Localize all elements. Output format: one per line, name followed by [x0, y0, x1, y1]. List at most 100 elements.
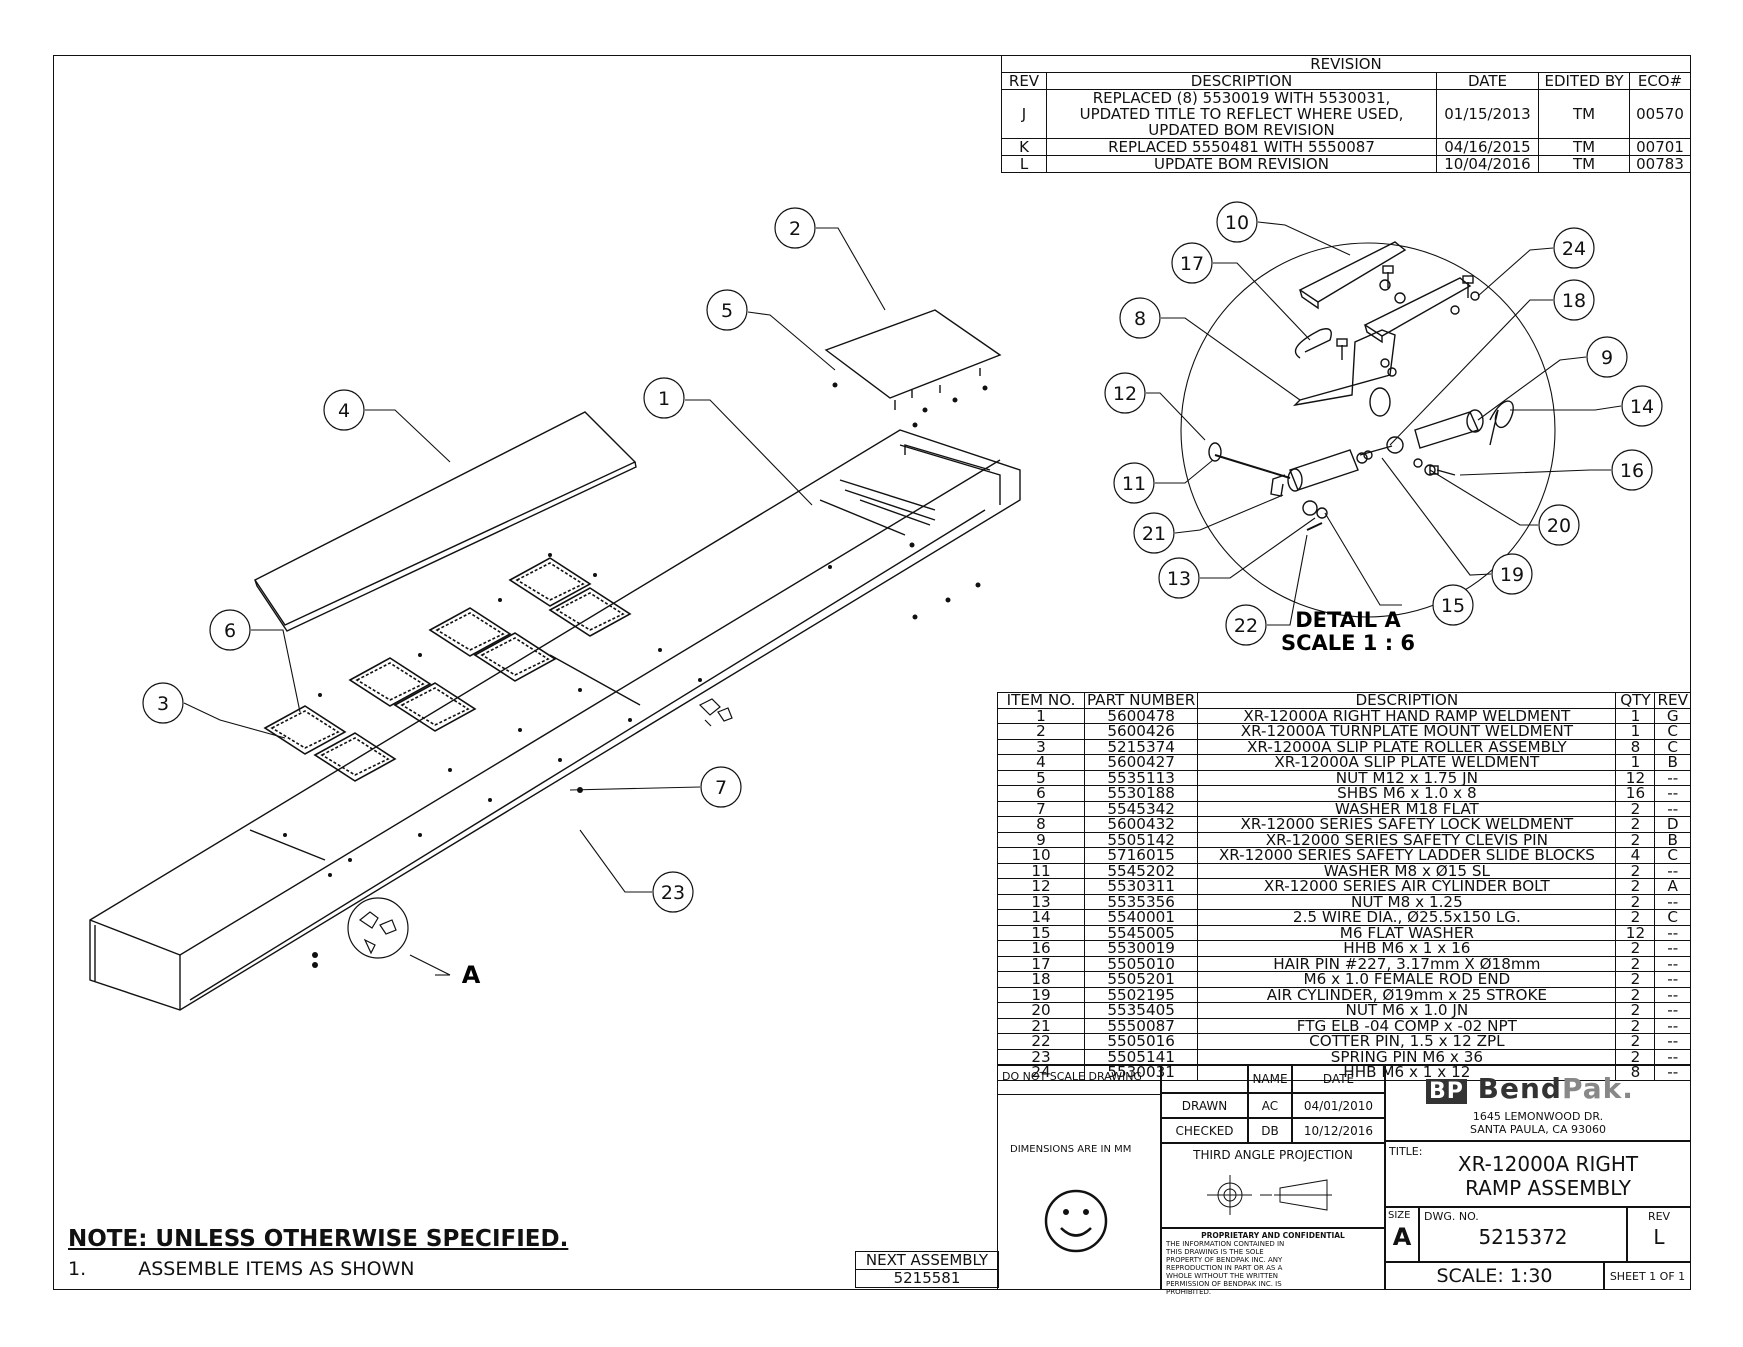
- third-angle-projection-icon: [1207, 1175, 1332, 1215]
- bom-cell-rev: C: [1654, 738, 1691, 755]
- drawing-title-2: RAMP ASSEMBLY: [1465, 1176, 1631, 1200]
- bom-cell-description: COTTER PIN, 1.5 x 12 ZPL: [1197, 1033, 1617, 1050]
- bom-cell-item: 16: [997, 940, 1085, 957]
- address-1: 1645 LEMONWOOD DR.: [1472, 1110, 1604, 1123]
- bom-cell-description: XR-12000A SLIP PLATE WELDMENT: [1197, 754, 1617, 771]
- turnplate-mount: [824, 309, 1002, 399]
- tb-title: TITLE: XR-12000A RIGHT RAMP ASSEMBLY: [1385, 1141, 1691, 1207]
- bom-cell-description: XR-12000 SERIES SAFETY LADDER SLIDE BLOC…: [1197, 847, 1617, 864]
- bom-cell-qty: 2: [1615, 1048, 1656, 1065]
- bom-cell-description: HHB M6 x 1 x 12: [1197, 1064, 1617, 1081]
- size-value: A: [1392, 1223, 1412, 1251]
- rev-description: REPLACED (8) 5530019 WITH 5530031, UPDAT…: [1046, 89, 1437, 139]
- detail-callout-circle: [347, 897, 409, 959]
- bom-cell-part: 5530031: [1083, 1064, 1199, 1081]
- rev-desc-line: UPDATED TITLE TO REFLECT WHERE USED,: [1079, 105, 1404, 123]
- tb-company: BP BendPak. 1645 LEMONWOOD DR. SANTA PAU…: [1385, 1065, 1691, 1141]
- tb-date-header: DATE: [1292, 1065, 1385, 1093]
- detail-callout-letter: A: [462, 961, 481, 989]
- roller-assemblies: [263, 557, 632, 782]
- bom-cell-qty: 2: [1615, 955, 1656, 972]
- rev-date: 01/15/2013: [1436, 89, 1539, 139]
- balloon-21: 21: [1142, 523, 1166, 545]
- bom-cell-description: HAIR PIN #227, 3.17mm X Ø18mm: [1197, 955, 1617, 972]
- bom-header-item: ITEM NO.: [997, 692, 1085, 709]
- bom-cell-item: 6: [997, 785, 1085, 802]
- bom-cell-description: WASHER M18 FLAT: [1197, 800, 1617, 817]
- proprietary-title: PROPRIETARY AND CONFIDENTIAL: [1201, 1231, 1345, 1240]
- note-title-text: NOTE: UNLESS OTHERWISE SPECIFIED: [68, 1226, 560, 1252]
- bom-cell-part: 5545342: [1083, 800, 1199, 817]
- bom-cell-qty: 2: [1615, 986, 1656, 1003]
- bom-cell-description: M6 x 1.0 FEMALE ROD END: [1197, 971, 1617, 988]
- bom-cell-qty: 2: [1615, 816, 1656, 833]
- note-item-text: ASSEMBLE ITEMS AS SHOWN: [138, 1258, 415, 1280]
- bom-cell-qty: 2: [1615, 1033, 1656, 1050]
- revision-row: L UPDATE BOM REVISION 10/04/2016 TM 0078…: [1001, 155, 1691, 173]
- bom-cell-item: 15: [997, 924, 1085, 941]
- bom-cell-rev: B: [1654, 831, 1691, 848]
- rev-date: 10/04/2016: [1436, 155, 1539, 173]
- drawing-border: [53, 55, 1691, 1290]
- bom-cell-qty: 1: [1615, 707, 1656, 724]
- bom-header-description: DESCRIPTION: [1197, 692, 1617, 709]
- logo-mark: BP: [1426, 1079, 1467, 1104]
- tb-scale: SCALE: 1:30: [1385, 1262, 1604, 1290]
- bom-cell-item: 12: [997, 878, 1085, 895]
- drawing-title-1: XR-12000A RIGHT: [1457, 1152, 1639, 1176]
- bom-cell-rev: B: [1654, 754, 1691, 771]
- bom-cell-item: 8: [997, 816, 1085, 833]
- bom-cell-description: NUT M8 x 1.25: [1197, 893, 1617, 910]
- bom-cell-part: 5716015: [1083, 847, 1199, 864]
- bom-cell-description: WASHER M8 x Ø15 SL: [1197, 862, 1617, 879]
- size-label: SIZE: [1388, 1210, 1411, 1221]
- revision-row: J REPLACED (8) 5530019 WITH 5530031, UPD…: [1001, 89, 1691, 139]
- revision-table: REVISION REV DESCRIPTION DATE EDITED BY …: [1001, 55, 1691, 173]
- rev-edited-by: TM: [1538, 89, 1630, 139]
- next-assembly-value: 5215581: [893, 1269, 961, 1287]
- balloon-23: 23: [661, 882, 685, 904]
- bom-cell-item: 20: [997, 1002, 1085, 1019]
- balloon-5: 5: [721, 300, 733, 322]
- bom-cell-part: 5535356: [1083, 893, 1199, 910]
- rev-label: REV: [1647, 1210, 1671, 1223]
- bom-cell-rev: C: [1654, 909, 1691, 926]
- bom-cell-description: SHBS M6 x 1.0 x 8: [1197, 785, 1617, 802]
- bom-cell-description: NUT M12 x 1.75 JN: [1197, 769, 1617, 786]
- balloon-11: 11: [1122, 473, 1146, 495]
- bom-cell-qty: 2: [1615, 878, 1656, 895]
- bom-cell-description: FTG ELB -04 COMP x -02 NPT: [1197, 1017, 1617, 1034]
- detail-a-view: [1180, 241, 1556, 618]
- bom-cell-rev: --: [1654, 971, 1691, 988]
- tb-left-block: DO NOT SCALE DRAWING DIMENSIONS ARE IN M…: [997, 1065, 1161, 1290]
- tb-sheet: SHEET 1 OF 1: [1604, 1262, 1691, 1290]
- bom-cell-part: 5505201: [1083, 971, 1199, 988]
- bom-cell-qty: 2: [1615, 1017, 1656, 1034]
- tb-dwg-no: DWG. NO. 5215372: [1419, 1207, 1627, 1262]
- balloon-4: 4: [338, 400, 350, 422]
- tb-drawn-name: AC: [1248, 1093, 1292, 1118]
- bom-header-qty: QTY: [1615, 692, 1656, 709]
- bom-cell-part: 5505010: [1083, 955, 1199, 972]
- bom-cell-item: 11: [997, 862, 1085, 879]
- balloon-3: 3: [157, 693, 169, 715]
- do-not-scale: DO NOT SCALE DRAWING: [1002, 1070, 1142, 1083]
- bom-cell-rev: --: [1654, 1017, 1691, 1034]
- bom-cell-rev: A: [1654, 878, 1691, 895]
- bom-cell-rev: --: [1654, 862, 1691, 879]
- bom-cell-rev: --: [1654, 785, 1691, 802]
- bom-cell-item: 3: [997, 738, 1085, 755]
